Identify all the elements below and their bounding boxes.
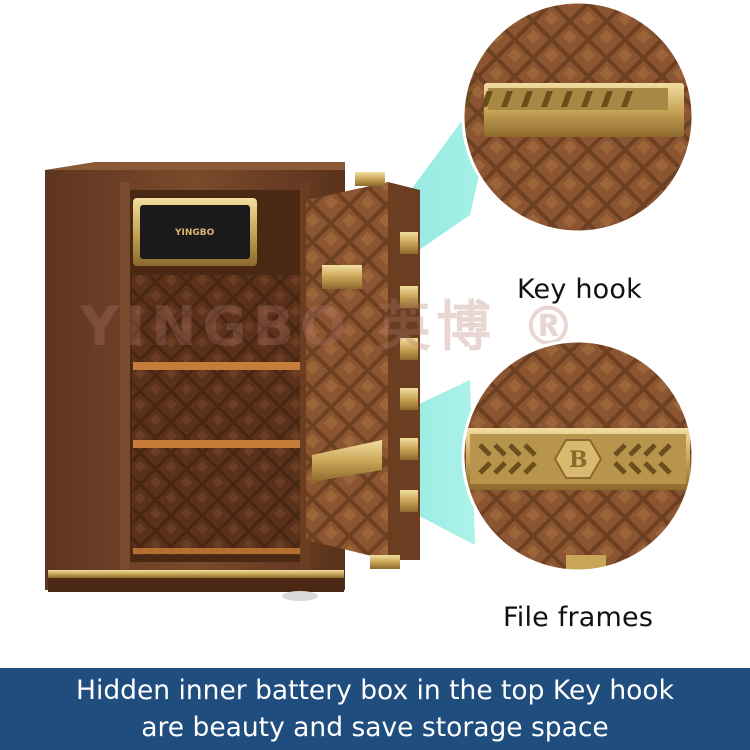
battery-box-logo: YINGBO — [174, 228, 215, 238]
caption-line-2: are beauty and save storage space — [141, 712, 609, 743]
key-hook-closeup — [463, 2, 693, 232]
svg-text:B: B — [569, 447, 588, 473]
caption-line-1: Hidden inner battery box in the top Key … — [76, 675, 674, 706]
door-file-frame — [312, 440, 382, 482]
file-frames-label: File frames — [503, 602, 654, 633]
safe-base-trim — [48, 570, 344, 578]
caption-banner: Hidden inner battery box in the top Key … — [0, 668, 750, 750]
safe-door — [306, 182, 388, 560]
door-bolt — [400, 232, 418, 254]
brand-watermark: YINGBO 英博 ® — [79, 295, 581, 358]
safe-scene: YINGBO YINGBO 英博 ® — [45, 0, 695, 601]
file-frame-closeup: B — [463, 341, 693, 571]
shelf-bottom — [133, 440, 305, 448]
shelf-top — [133, 362, 305, 370]
key-hook-label: Key hook — [517, 274, 642, 305]
door-key-hook — [322, 265, 362, 289]
